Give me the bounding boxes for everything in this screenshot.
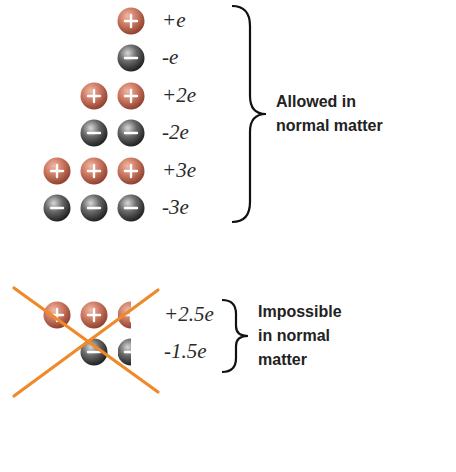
brace bbox=[232, 6, 266, 222]
charge-value: +e bbox=[162, 9, 186, 32]
charge-value: +2e bbox=[162, 84, 196, 107]
charge-value: -e bbox=[162, 46, 178, 69]
charge-value: -1.5e bbox=[164, 340, 207, 363]
charge-value: -3e bbox=[162, 196, 189, 219]
cross-out bbox=[14, 288, 158, 396]
charge-value: -2e bbox=[162, 121, 189, 144]
category-note: Allowed in normal matter bbox=[276, 90, 388, 138]
charge-value: +3e bbox=[162, 159, 196, 182]
brace bbox=[222, 300, 248, 372]
charge-value: +2.5e bbox=[164, 303, 214, 326]
category-note: Impossible in normal matter bbox=[258, 300, 358, 372]
